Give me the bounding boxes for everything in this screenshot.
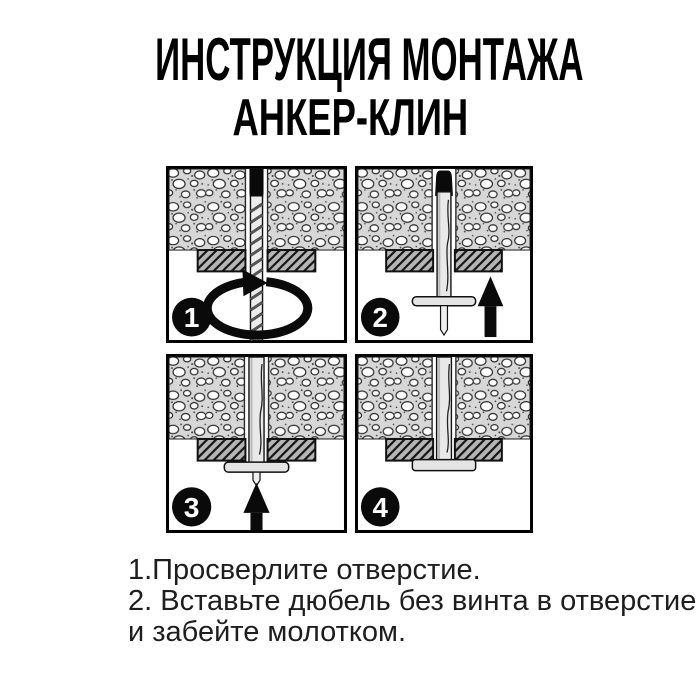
instruction-step-2: 2. Вставьте дюбель без винта в отверстие [128, 585, 697, 617]
washer [411, 296, 477, 307]
fixture-plate [385, 437, 503, 462]
washer [223, 461, 290, 473]
rotation-arrow-icon [202, 269, 313, 340]
instructions-text: 1.Просверлите отверстие. 2. Вставьте дюб… [128, 555, 696, 648]
wedge-clip [446, 363, 451, 453]
washer [411, 458, 477, 472]
step-panels-grid: 1 [166, 166, 533, 533]
page-title: ИНСТРУКЦИЯ МОНТАЖА АНКЕР-КЛИН [0, 28, 700, 146]
step-number-badge: 2 [360, 297, 400, 337]
anchor-pin [439, 305, 449, 337]
step-number: 4 [373, 492, 389, 523]
step-panel-4: 4 [355, 354, 533, 533]
fixture-plate [196, 437, 317, 462]
anchor-dowel [411, 170, 477, 337]
step-panel-1: 1 [166, 166, 347, 343]
wedge-clip [445, 199, 450, 292]
page-title-line-2: АНКЕР-КЛИН [232, 89, 468, 147]
wedge-clip [258, 363, 263, 455]
anchor-dowel [411, 356, 477, 472]
step-panel-2: 2 [355, 166, 533, 343]
step-number-badge: 3 [172, 487, 212, 527]
step-number-badge: 1 [172, 297, 212, 337]
step-number: 3 [184, 492, 200, 523]
anchor-pin [252, 471, 261, 487]
step-number-badge: 4 [360, 487, 400, 527]
step-panel-3: 3 [166, 354, 347, 533]
instruction-step-2-cont: и забейте молотком. [128, 616, 407, 648]
up-arrow-icon [243, 482, 270, 530]
anchor-dowel [223, 356, 290, 487]
drill-bit [249, 168, 264, 342]
fixture-plate [385, 249, 503, 273]
step-number: 1 [184, 302, 200, 333]
up-arrow-icon [477, 276, 504, 338]
instruction-step-1: 1.Просверлите отверстие. [128, 554, 481, 586]
step-number: 2 [373, 302, 388, 333]
fixture-plate [196, 249, 317, 273]
page-title-line-1: ИНСТРУКЦИЯ МОНТАЖА [155, 26, 584, 93]
